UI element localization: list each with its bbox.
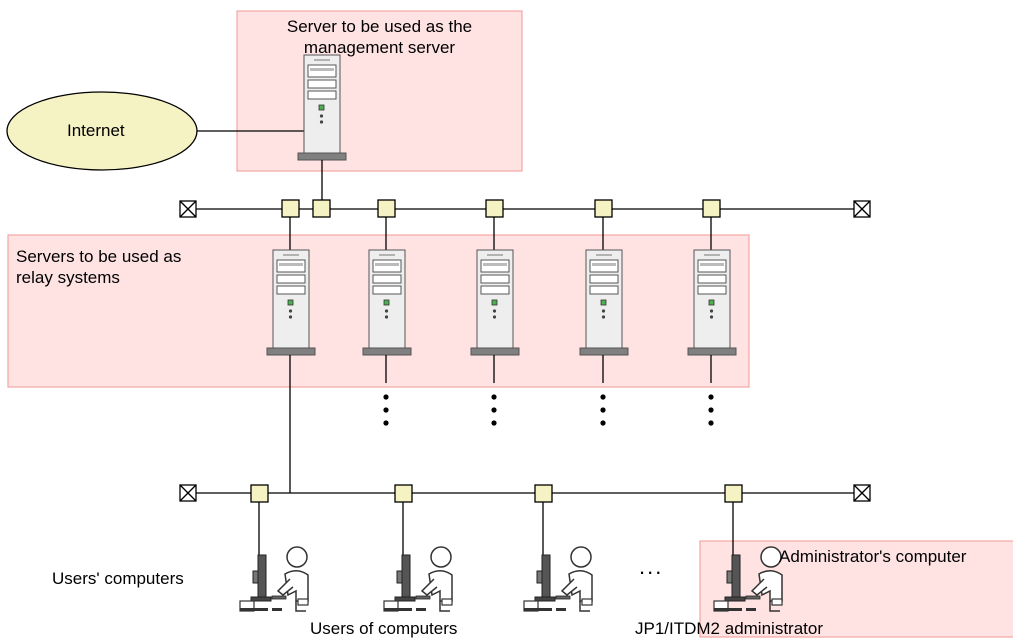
relay-server-icon bbox=[362, 249, 412, 356]
network-connector-icon bbox=[594, 199, 613, 218]
network-terminator-icon bbox=[179, 484, 197, 502]
relay-systems-label-line2: relay systems bbox=[16, 268, 120, 287]
network-connector-icon bbox=[702, 199, 721, 218]
network-connector-icon bbox=[724, 484, 743, 503]
relay-server-icon bbox=[579, 249, 629, 356]
management-server-icon bbox=[297, 54, 347, 161]
administrator-region bbox=[699, 540, 1013, 638]
users-computers-label: Users' computers bbox=[52, 569, 184, 588]
network-connector-icon bbox=[485, 199, 504, 218]
management-server-label-line2: management server bbox=[303, 38, 456, 57]
vertical-ellipsis-icon bbox=[383, 394, 714, 426]
horizontal-ellipsis: ... bbox=[639, 554, 664, 579]
network-connector-icon bbox=[250, 484, 269, 503]
management-server-region bbox=[236, 10, 523, 172]
user-at-computer-icon bbox=[523, 546, 593, 612]
network-terminator-icon bbox=[853, 200, 871, 218]
relay-continuation bbox=[385, 355, 712, 383]
network-connector-icon bbox=[534, 484, 553, 503]
relay-systems-label-line1: Servers to be used as bbox=[16, 247, 182, 266]
administrator-person-label: JP1/ITDM2 administrator bbox=[635, 619, 823, 638]
network-connector-icon bbox=[312, 199, 331, 218]
user-links bbox=[258, 502, 734, 560]
network-terminator-icon bbox=[853, 484, 871, 502]
user-at-computer-icon bbox=[239, 546, 309, 612]
network-terminator-icon bbox=[179, 200, 197, 218]
management-server-label-line1: Server to be used as the bbox=[286, 17, 473, 36]
network-connector-icon bbox=[377, 199, 396, 218]
relay-server-icon bbox=[470, 249, 520, 356]
administrator-computer-label: Administrator's computer bbox=[779, 547, 967, 566]
relay-server-icon bbox=[687, 249, 737, 356]
management-server-label: Server to be used as the management serv… bbox=[237, 16, 522, 58]
relay-systems-label: Servers to be used as relay systems bbox=[16, 246, 181, 288]
relay-server-icon bbox=[266, 249, 316, 356]
network-connector-icon bbox=[394, 484, 413, 503]
network-connector-icon bbox=[281, 199, 300, 218]
users-of-computers-label: Users of computers bbox=[310, 619, 458, 638]
internet-label: Internet bbox=[67, 121, 125, 140]
user-at-computer-icon bbox=[383, 546, 453, 612]
